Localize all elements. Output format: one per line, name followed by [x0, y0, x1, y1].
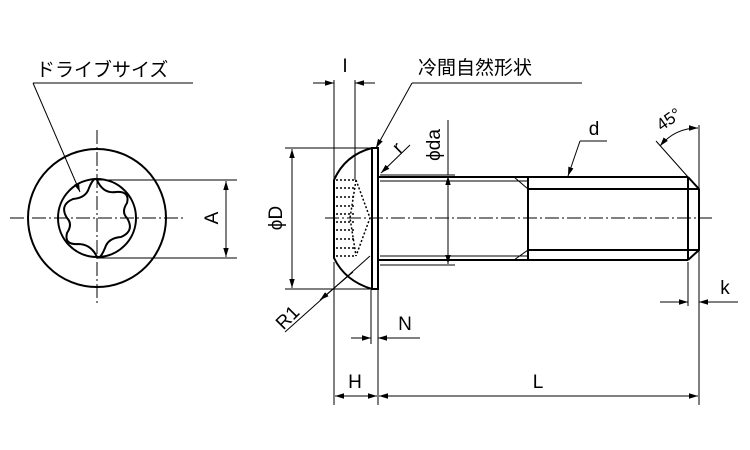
end-view: A ドライブサイズ	[10, 58, 237, 305]
cold-forged-label: 冷間自然形状	[418, 57, 532, 79]
socket-hidden-lines	[336, 179, 371, 257]
dim-n-label: N	[398, 314, 412, 335]
drive-size-label: ドライブサイズ	[36, 58, 168, 81]
dim-h-label: H	[348, 372, 362, 393]
dim-phi-d-label: ϕD	[266, 206, 287, 230]
button-head-dome	[333, 147, 373, 290]
angle-label: 45°	[653, 104, 685, 134]
thread-runout-bottom	[513, 249, 529, 261]
chamfer-angle-line	[655, 140, 689, 178]
drive-size-leader	[32, 82, 81, 193]
cold-forged-leader	[375, 82, 413, 149]
head-flange	[371, 147, 379, 290]
head-outline	[27, 148, 167, 288]
dim-r1-label: R1	[272, 302, 304, 334]
dim-r-label: r	[388, 138, 408, 158]
dim-l-label: L	[533, 372, 544, 393]
torx-recess-icon	[63, 178, 131, 259]
angle-arc	[659, 125, 699, 147]
dim-k-label: k	[720, 278, 730, 299]
dim-i-label: I	[342, 56, 347, 77]
dim-r-leader	[380, 144, 411, 174]
side-view: I 冷間自然形状 ϕD ϕda r R1 N H	[266, 56, 738, 405]
dim-a-label: A	[202, 211, 223, 224]
dim-phi-da-label: ϕda	[424, 129, 445, 161]
dim-d-leader	[567, 140, 581, 177]
dim-r1-arrow	[319, 271, 354, 301]
thread-runout-top	[513, 176, 529, 190]
dim-d-label: d	[589, 119, 600, 140]
